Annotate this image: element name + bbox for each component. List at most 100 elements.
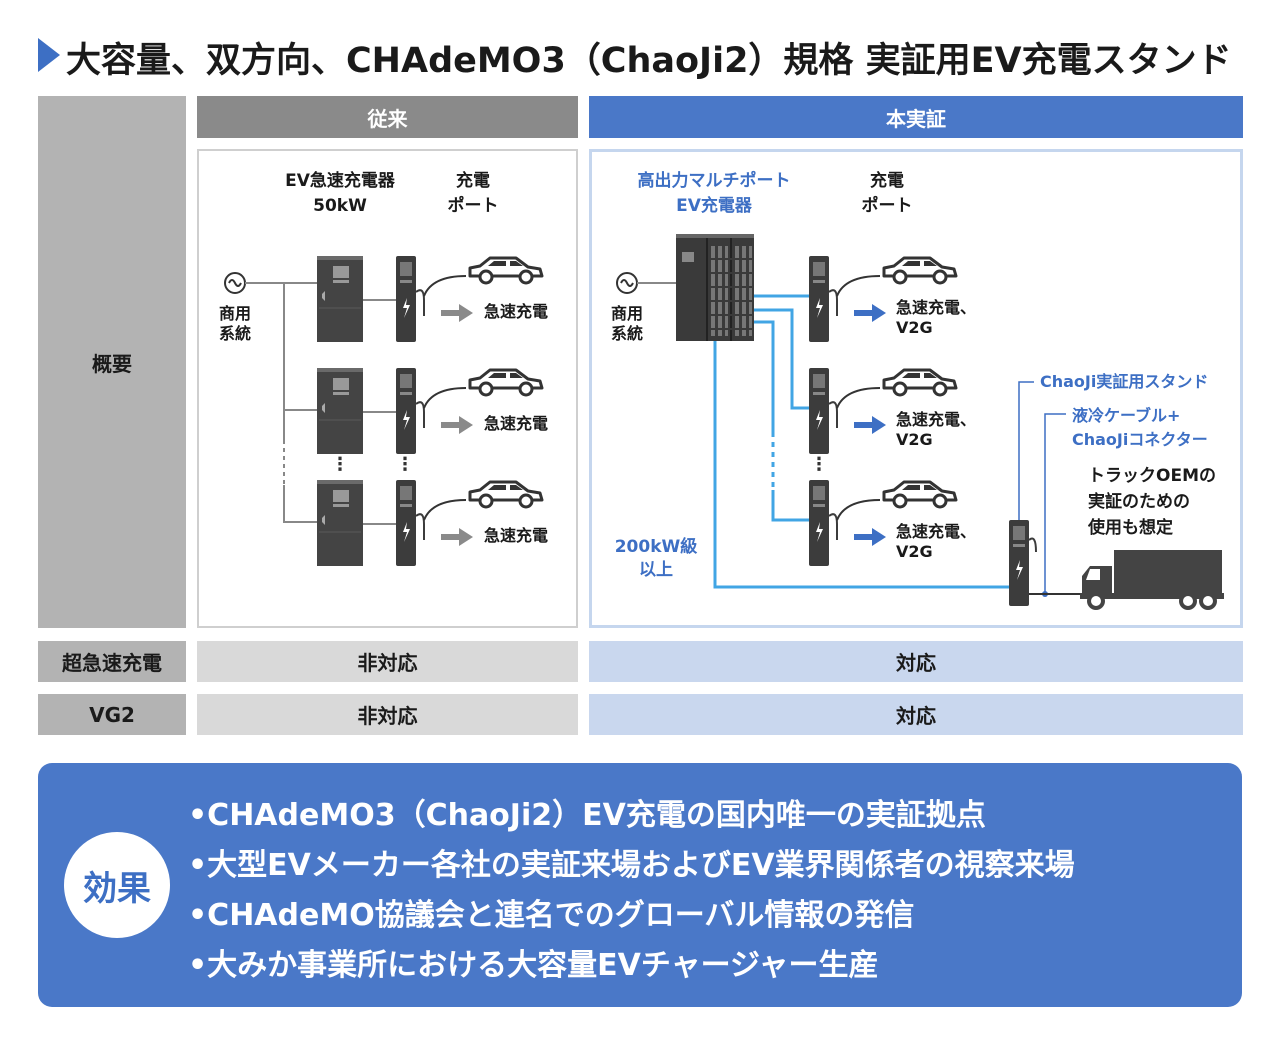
arrow-right-icon (854, 528, 886, 546)
power-cable-lines (713, 294, 1009, 589)
arrow-right-icon (441, 304, 473, 322)
car-icon (468, 480, 544, 509)
truck-oem-note-line1: トラックOEMの (1088, 466, 1216, 486)
page-title: 大容量、双方向、CHAdeMO3（ChaoJi2）規格 実証用EV充電スタンド (66, 41, 1232, 81)
truck-oem-note-line2: 実証のための (1088, 492, 1190, 512)
truck-oem-note-line3: 使用も想定 (1088, 518, 1173, 538)
cable-connector-label: 液冷ケーブル+ ChaoJiコネクター (1072, 404, 1208, 452)
conventional-port-label-line1: 充電 (456, 171, 490, 191)
conventional-grid-label-line2: 系統 (219, 324, 252, 343)
conventional-action-label-1: 急速充電 (484, 302, 549, 321)
row-label-vg2-text: VG2 (89, 702, 135, 727)
conventional-charger-icon (316, 367, 364, 455)
car-icon (882, 480, 958, 509)
conventional-cable-1 (423, 275, 467, 297)
demonstration-action-label-2-line2: V2G (896, 430, 933, 449)
demonstration-port-icon (808, 367, 838, 455)
power-class-label-line1: 200kW級 (614, 537, 698, 557)
car-icon (882, 256, 958, 285)
ellipsis-icon: ⋮ (331, 454, 349, 475)
cable-connector-label-line1: 液冷ケーブル+ (1072, 406, 1181, 425)
demonstration-ac-source-icon (616, 272, 638, 294)
arrow-right-icon (854, 304, 886, 322)
effects-panel (38, 763, 1242, 1007)
demonstration-grid-label: 商用 系統 (611, 304, 643, 344)
column-header-demonstration-text: 本実証 (886, 106, 946, 131)
effect-item: •CHAdeMO3（ChaoJi2）EV充電の国内唯一の実証拠点 (188, 798, 986, 833)
cell-vg2-conventional: 非対応 (197, 694, 578, 735)
conventional-action-label-2: 急速充電 (484, 414, 549, 433)
conventional-port-icon (395, 255, 425, 343)
car-icon (882, 368, 958, 397)
conventional-charger-icon (316, 255, 364, 343)
cell-ultra-fast-demonstration-text: 対応 (896, 651, 936, 675)
demonstration-action-label-1-line1: 急速充電、 (896, 298, 977, 317)
car-icon (468, 368, 544, 397)
car-icon (468, 256, 544, 285)
demonstration-action-label-2: 急速充電、 V2G (896, 410, 976, 450)
conventional-charger-label: EV急速充電器 50kW (270, 169, 410, 219)
column-header-conventional-text: 従来 (367, 106, 408, 131)
cell-vg2-demonstration: 対応 (589, 694, 1243, 735)
row-label-ultra-fast-text: 超急速充電 (62, 651, 162, 675)
demonstration-cable-3 (836, 499, 881, 521)
row-label-overview: 概要 (38, 96, 186, 628)
conventional-charger-label-line2: 50kW (313, 196, 367, 216)
conventional-cable-2 (423, 387, 467, 409)
demonstration-cable-2 (836, 387, 881, 409)
demonstration-grid-label-line1: 商用 (611, 304, 644, 323)
cell-ultra-fast-conventional-text: 非対応 (357, 651, 418, 675)
truck-oem-note: トラックOEMの 実証のための 使用も想定 (1088, 463, 1216, 541)
demonstration-port-label-line2: ポート (861, 196, 913, 216)
demonstration-grid-label-line2: 系統 (611, 324, 644, 343)
demonstration-port-icon (808, 479, 838, 567)
demonstration-action-label-1: 急速充電、 V2G (896, 298, 976, 338)
conventional-port-icon (395, 479, 425, 567)
row-label-vg2: VG2 (38, 694, 186, 735)
effect-item: •大みか事業所における大容量EVチャージャー生産 (188, 948, 879, 983)
demonstration-action-label-3-line2: V2G (896, 542, 933, 561)
conventional-grid-label: 商用 系統 (219, 304, 251, 344)
conventional-port-label: 充電 ポート (436, 169, 510, 219)
multiport-charger-label: 高出力マルチポート EV充電器 (618, 169, 810, 219)
demonstration-action-label-2-line1: 急速充電、 (896, 410, 977, 429)
conventional-charger-label-line1: EV急速充電器 (285, 171, 395, 191)
conventional-charger-icon (316, 479, 364, 567)
effects-badge-text: 効果 (83, 868, 151, 909)
chaoji-stand-icon (1009, 520, 1037, 606)
column-header-conventional: 従来 (197, 96, 578, 138)
column-header-demonstration: 本実証 (589, 96, 1243, 138)
conventional-ac-source-icon (224, 272, 246, 294)
row-label-overview-text: 概要 (92, 351, 132, 376)
demonstration-action-label-3: 急速充電、 V2G (896, 522, 976, 562)
cable-callout-line (1044, 413, 1066, 594)
multiport-charger-label-line1: 高出力マルチポート (637, 171, 791, 191)
multiport-charger-label-line2: EV充電器 (676, 196, 752, 216)
conventional-bus-line-3 (283, 485, 317, 523)
truck-icon (1080, 550, 1224, 610)
arrow-right-icon (441, 416, 473, 434)
demonstration-port-label-line1: 充電 (870, 171, 904, 191)
conventional-bus-line (283, 283, 317, 411)
effect-item: •CHAdeMO協議会と連名でのグローバル情報の発信 (188, 898, 915, 933)
conventional-action-label-3: 急速充電 (484, 526, 549, 545)
title-arrow-icon (38, 38, 60, 72)
demonstration-port-label: 充電 ポート (850, 169, 924, 219)
cable-connector-label-line2: ChaoJiコネクター (1072, 430, 1208, 449)
cell-ultra-fast-conventional: 非対応 (197, 641, 578, 682)
demonstration-action-label-3-line1: 急速充電、 (896, 522, 977, 541)
arrow-right-icon (441, 528, 473, 546)
multiport-charger-icon (676, 234, 754, 341)
arrow-right-icon (854, 416, 886, 434)
demonstration-action-label-1-line2: V2G (896, 318, 933, 337)
conventional-port-icon (395, 367, 425, 455)
power-class-label: 200kW級 以上 (606, 536, 706, 582)
effect-item: •大型EVメーカー各社の実証来場およびEV業界関係者の視察来場 (188, 848, 1075, 883)
effects-badge: 効果 (64, 832, 170, 938)
cell-ultra-fast-demonstration: 対応 (589, 641, 1243, 682)
conventional-port-label-line2: ポート (447, 196, 499, 216)
row-label-ultra-fast: 超急速充電 (38, 641, 186, 682)
ellipsis-icon: ⋮ (810, 454, 828, 475)
ellipsis-icon: ⋮ (396, 454, 414, 475)
